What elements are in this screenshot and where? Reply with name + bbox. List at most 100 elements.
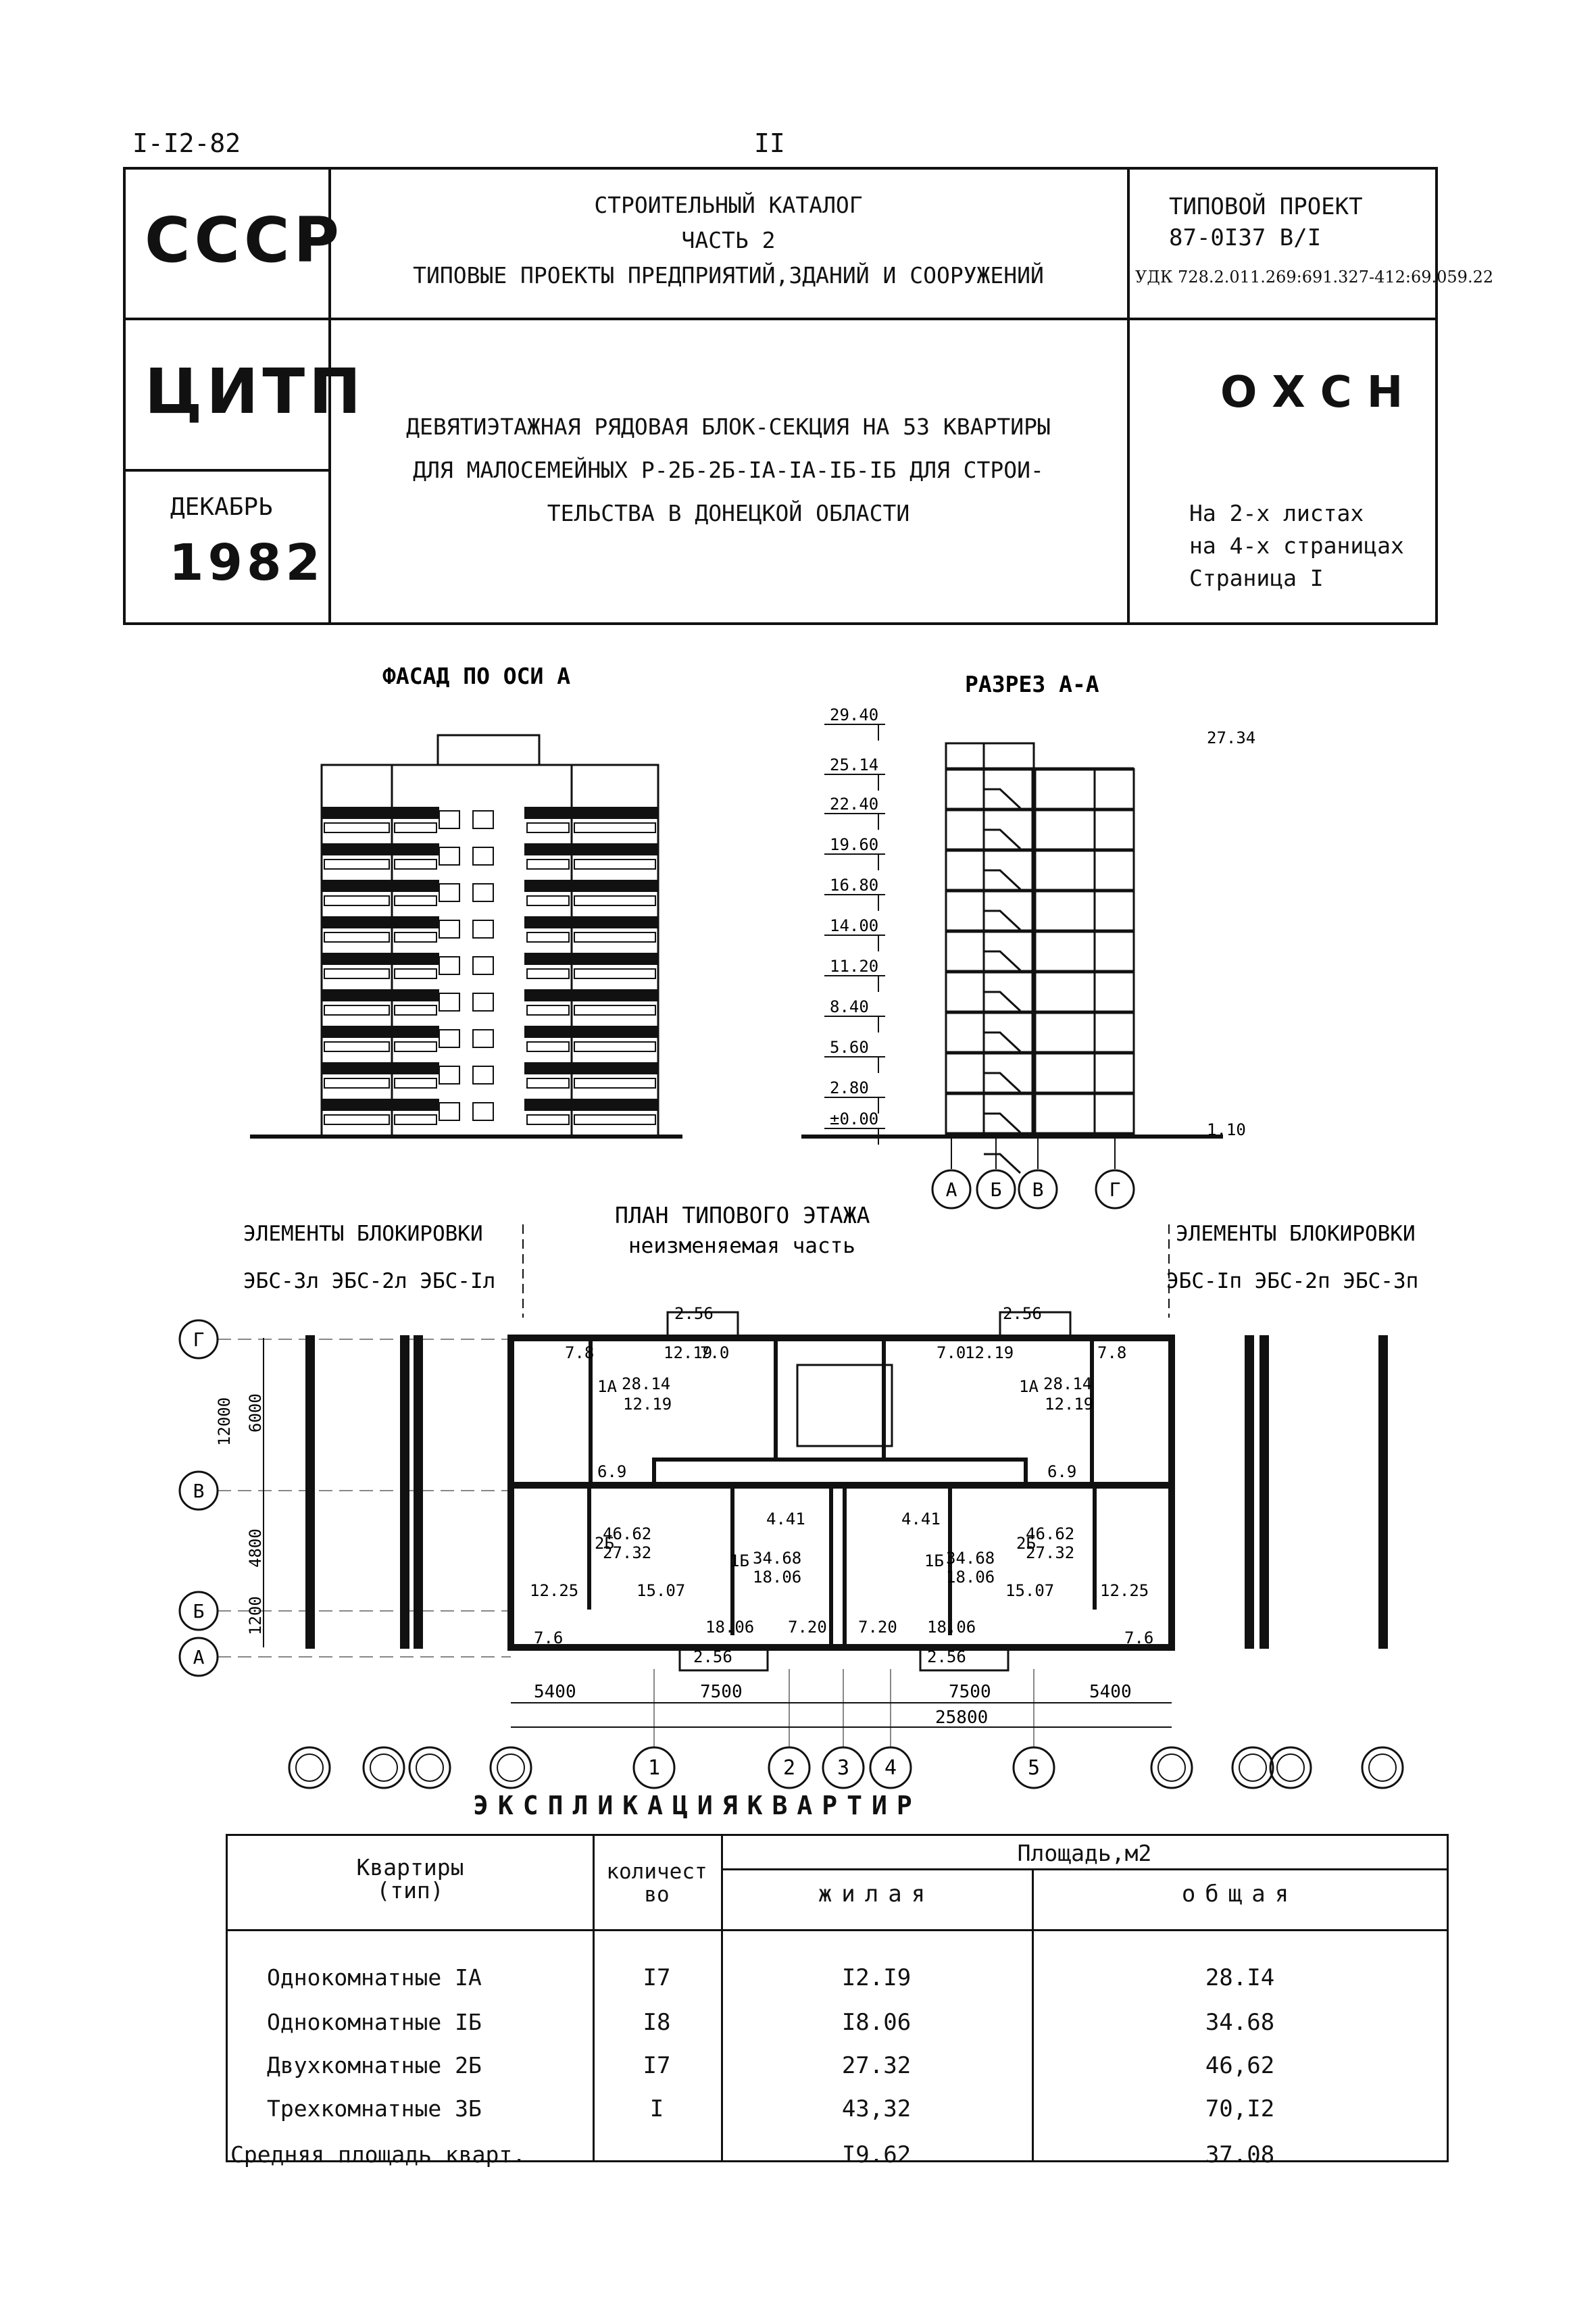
row-count: I7 <box>643 1964 671 1991</box>
facade-window <box>574 1114 656 1125</box>
sheet-info-3: Страница I <box>1189 565 1324 591</box>
room-label-mirrored: 18.06 <box>927 1618 976 1637</box>
section-stair-flight <box>984 1031 1022 1053</box>
room-label: 7.8 <box>565 1343 594 1362</box>
issue-year: 1982 <box>169 534 324 592</box>
catalog-line-2: ЧАСТЬ 2 <box>681 227 776 253</box>
facade-window <box>472 847 494 866</box>
facade-window <box>526 822 570 833</box>
plan-col-axis-label: 5 <box>1028 1756 1040 1780</box>
facade-balcony <box>524 989 572 1001</box>
facade-window <box>439 920 460 939</box>
facade-balcony <box>572 1026 658 1038</box>
sheet-info: На 2-х листах на 4-х страницах Страница … <box>1189 497 1404 595</box>
facade-balcony <box>572 1099 658 1111</box>
room-label-mirrored: 2.56 <box>1003 1304 1042 1323</box>
facade-window <box>439 883 460 902</box>
axis-bubble-empty <box>1231 1746 1274 1789</box>
room-label-mirrored: 12.19 <box>1045 1395 1093 1414</box>
facade-window <box>439 993 460 1012</box>
facade-balcony <box>322 880 392 892</box>
facade-window <box>526 859 570 870</box>
room-label: 1А <box>597 1377 617 1396</box>
section-stair-flight <box>984 1072 1022 1093</box>
org-name: ЦИТП <box>145 355 366 428</box>
room-label-mirrored: 18.06 <box>946 1568 995 1587</box>
room-label-mirrored: 2.56 <box>927 1647 966 1666</box>
room-label: 7.0 <box>700 1343 729 1362</box>
section-floors <box>946 767 1134 1174</box>
section-axis-bubble <box>976 1169 1016 1210</box>
row-type: Трехкомнатные 3Б <box>267 2095 482 2122</box>
facade-window <box>574 895 656 906</box>
col-count-header-line-1: количест <box>606 1860 707 1884</box>
plan-total-dim: 25800 <box>935 1708 988 1728</box>
facade-balcony <box>322 989 392 1001</box>
facade-balcony <box>322 1062 392 1074</box>
plan-row-dim-2: 6000 <box>246 1393 265 1433</box>
facade-balcony <box>392 807 439 819</box>
room-label-mirrored: 27.32 <box>1026 1543 1074 1562</box>
facade-window <box>324 859 390 870</box>
axis-bubble-empty <box>1361 1746 1404 1789</box>
catalog-line-3: ТИПОВЫЕ ПРОЕКТЫ ПРЕДПРИЯТИЙ,ЗДАНИЙ И СОО… <box>413 262 1044 289</box>
facade-window <box>324 1005 390 1016</box>
facade-window <box>574 1005 656 1016</box>
room-label-mirrored: 15.07 <box>1005 1581 1054 1600</box>
facade-balcony <box>524 843 572 855</box>
section-axis-bubble <box>1018 1169 1058 1210</box>
section-drawing <box>801 742 1223 1139</box>
plan-col-dim-1: 5400 <box>534 1682 576 1702</box>
facade-title: ФАСАД ПО ОСИ А <box>382 663 570 689</box>
facade-balcony <box>322 1026 392 1038</box>
col-type-header: Квартиры (тип) <box>228 1856 593 1902</box>
blocking-elements-left <box>305 1335 423 1649</box>
facade-balcony <box>572 1062 658 1074</box>
section-roof-level: 27.34 <box>1207 728 1255 747</box>
section-title: РАЗРЕЗ А-А <box>965 671 1099 697</box>
facade-window <box>439 956 460 975</box>
room-label: 12.25 <box>530 1581 578 1600</box>
plan-col-dim-4: 5400 <box>1089 1682 1132 1702</box>
facade-balcony <box>572 953 658 965</box>
section-stair-flight <box>984 869 1022 891</box>
row-total: 28.I4 <box>1205 1964 1275 1991</box>
catalog-title: СТРОИТЕЛЬНЫЙ КАТАЛОГ ЧАСТЬ 2 ТИПОВЫЕ ПРО… <box>331 188 1126 293</box>
facade-balcony <box>392 989 439 1001</box>
project-title-line-3: ТЕЛЬСТВА В ДОНЕЦКОЙ ОБЛАСТИ <box>547 500 910 526</box>
section-stair-flight <box>984 950 1022 972</box>
section-stair-flight <box>984 828 1022 850</box>
room-label-mirrored: 12.19 <box>965 1343 1014 1362</box>
facade-balcony <box>524 953 572 965</box>
axis-bubble-inner <box>416 1753 444 1782</box>
facade-window <box>394 932 437 943</box>
axis-bubbles-bottom <box>288 1746 1404 1789</box>
room-label: 2.56 <box>693 1647 732 1666</box>
row-type: Однокомнатные IБ <box>267 2009 482 2035</box>
facade-balcony <box>524 1026 572 1038</box>
col-total-header: общая <box>1181 1881 1299 1908</box>
facade-window <box>526 1005 570 1016</box>
issue-month: ДЕКАБРЬ <box>170 493 273 521</box>
right-block-title: ЭЛЕМЕНТЫ БЛОКИРОВКИ <box>1176 1222 1416 1246</box>
right-block-items: ЭБС-Iп ЭБС-2п ЭБС-3п <box>1166 1269 1418 1293</box>
plan-col-dim-3: 7500 <box>949 1682 991 1702</box>
section-axis-bubble <box>931 1169 972 1210</box>
facade-balcony <box>392 953 439 965</box>
facade-balcony <box>322 807 392 819</box>
room-label: 15.07 <box>637 1581 685 1600</box>
facade-window <box>324 968 390 979</box>
catalog-line-1: СТРОИТЕЛЬНЫЙ КАТАЛОГ <box>594 192 863 218</box>
facade-balcony <box>572 807 658 819</box>
left-block-items: ЭБС-3л ЭБС-2л ЭБС-Iл <box>243 1269 495 1293</box>
facade-balcony <box>524 880 572 892</box>
facade-window <box>472 810 494 829</box>
section-axis-label: А <box>946 1178 957 1201</box>
section-level-1: 25.14 <box>830 755 878 774</box>
room-label: 12.19 <box>664 1343 712 1362</box>
plan-col-axis-label: 4 <box>884 1756 897 1780</box>
facade-window <box>472 956 494 975</box>
col-type-header-line-2: (тип) <box>376 1877 444 1903</box>
